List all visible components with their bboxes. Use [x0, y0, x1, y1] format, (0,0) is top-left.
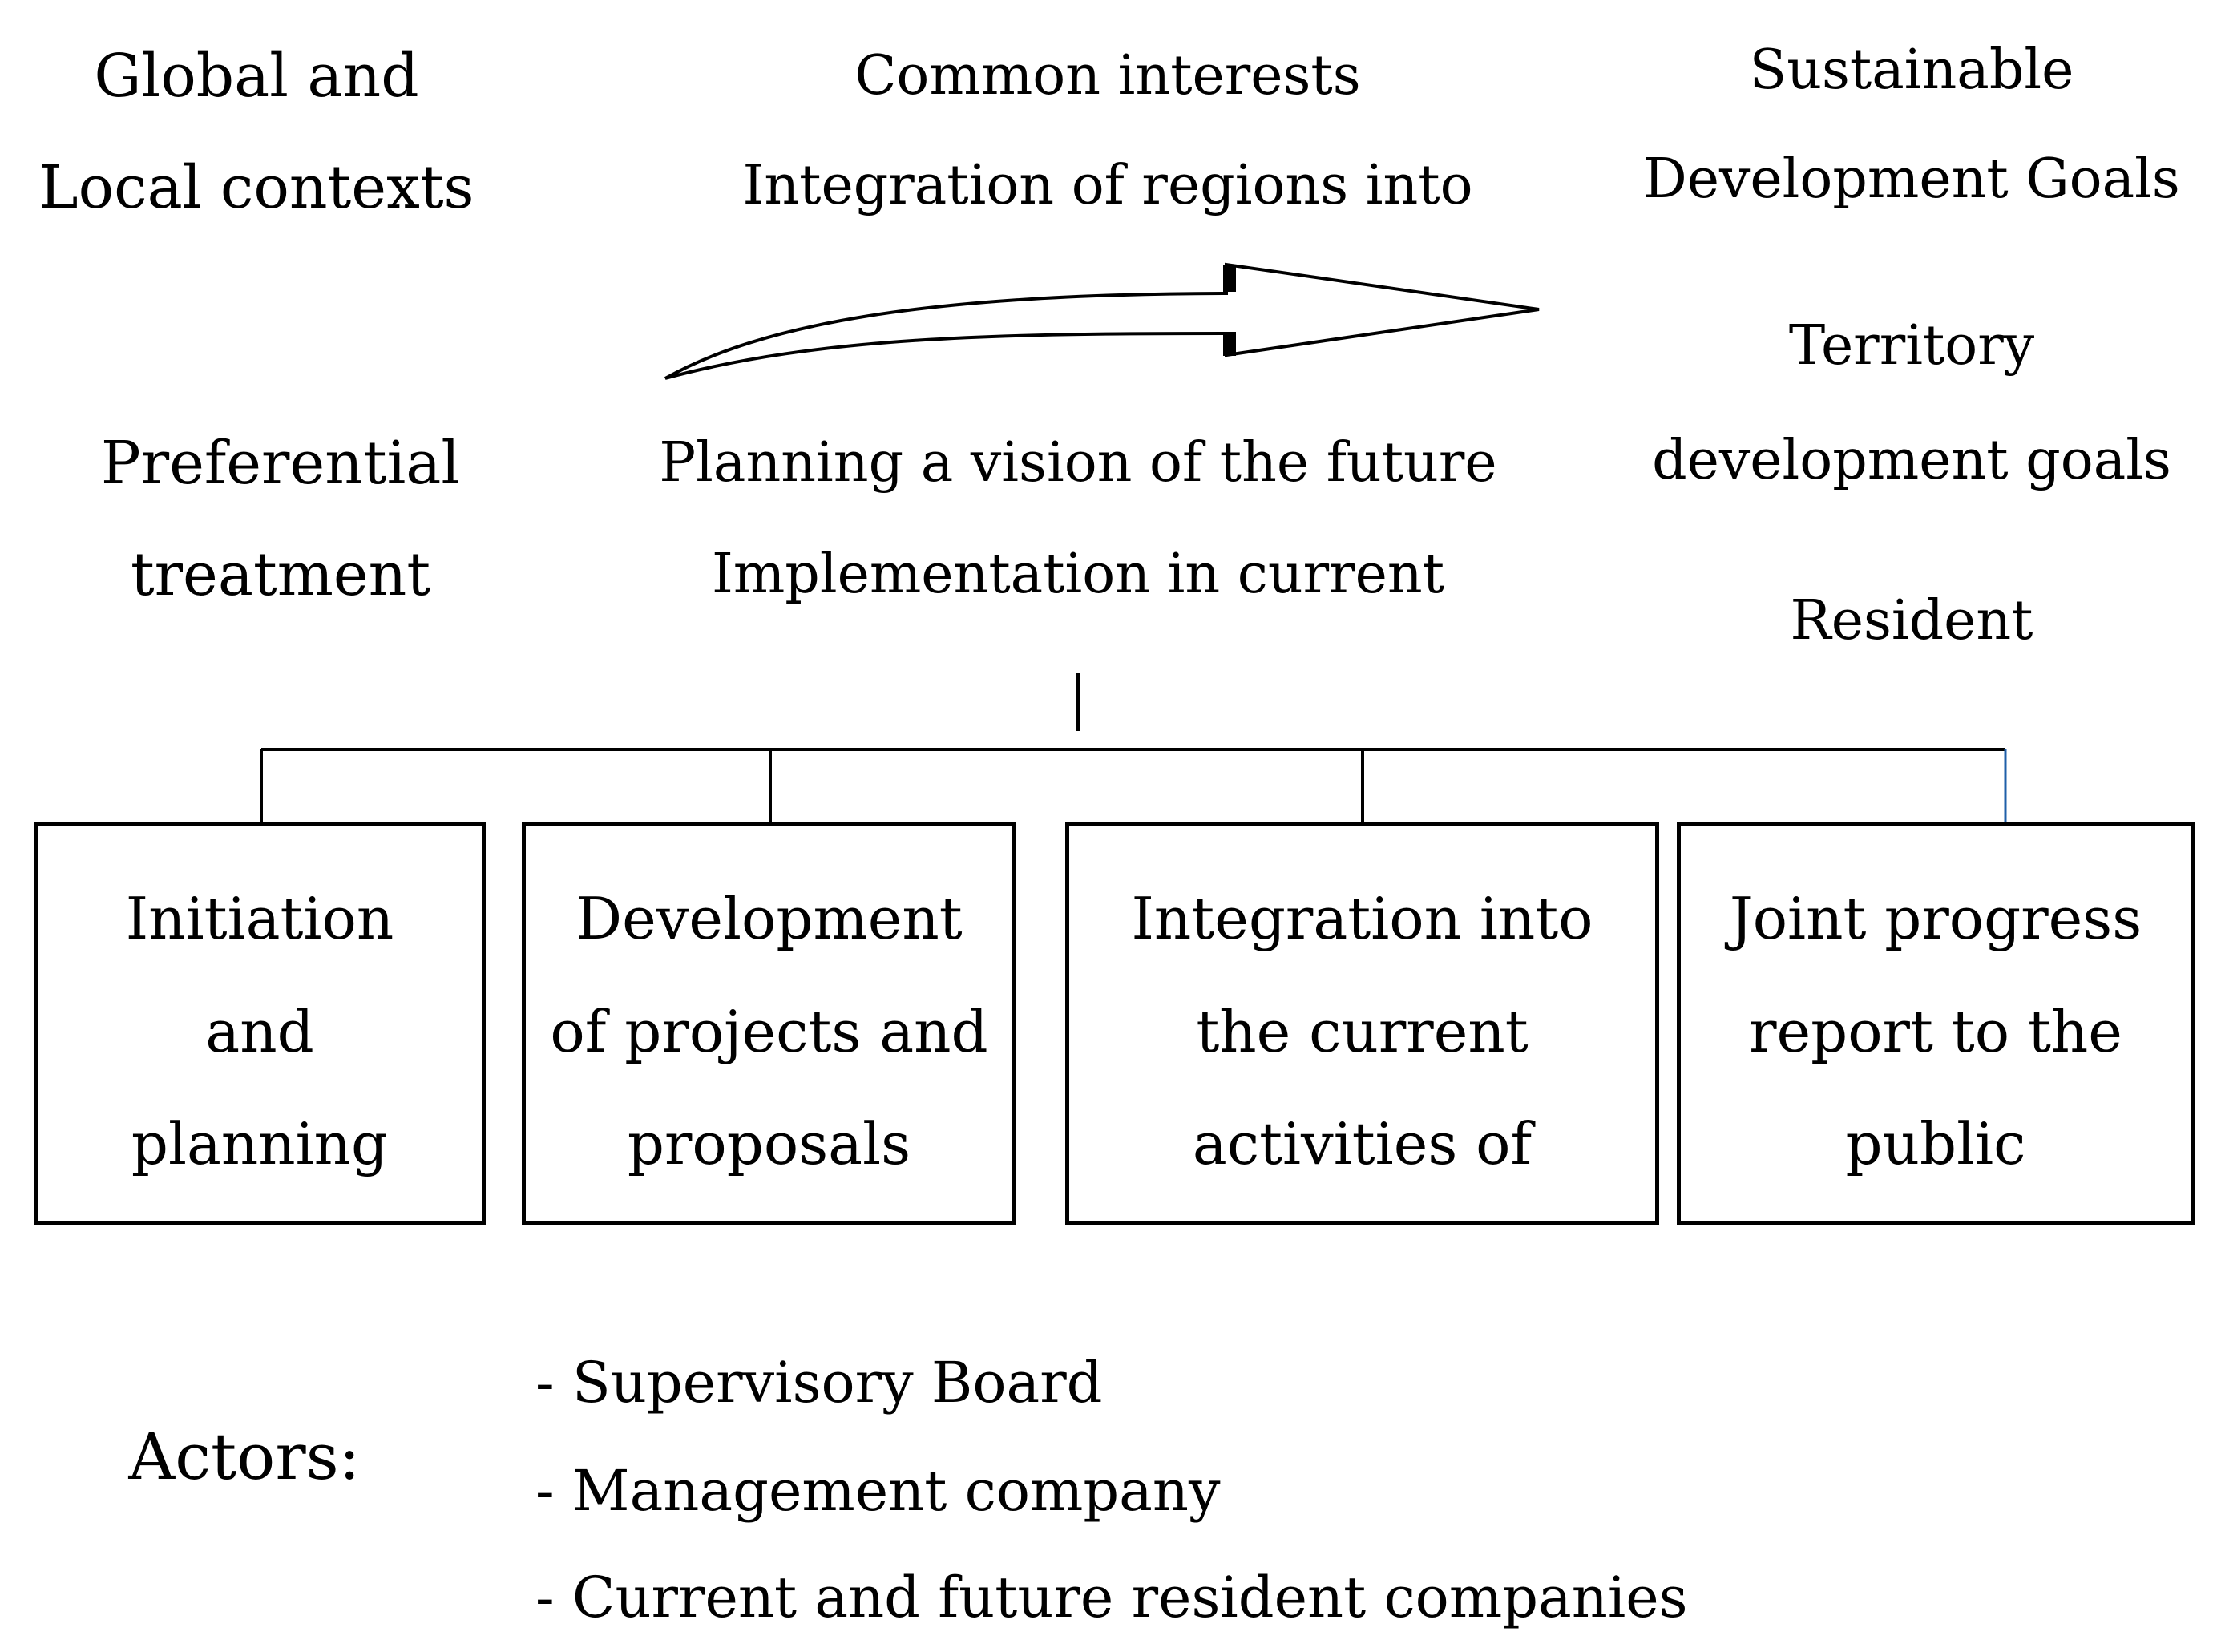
actor-item-resident-companies: - Current and future resident companies: [535, 1565, 1688, 1630]
stage-1-line1: Initiation: [125, 885, 394, 952]
mid-left-line2: treatment: [130, 540, 431, 609]
stage-3-line3: activities of: [1192, 1110, 1533, 1177]
stage-2-line1: Development: [575, 885, 963, 952]
curved-arrow: [664, 262, 1540, 380]
top-right-line2: Development Goals: [1643, 147, 2180, 211]
mid-right-line1: Territory: [1788, 314, 2035, 378]
mid-left-line1: Preferential: [100, 429, 461, 498]
stage-box-report: Joint progress report to the public: [1677, 822, 2195, 1225]
stage-4-line3: public: [1845, 1110, 2026, 1177]
stage-2-line2: of projects and: [550, 998, 988, 1065]
stage-box-initiation: Initiation and planning: [34, 822, 486, 1225]
arrow-notch-top: [1223, 265, 1236, 292]
mid-right-line3: Resident: [1790, 589, 2033, 652]
stage-3-line1: Integration into: [1131, 885, 1593, 952]
top-left-line2: Local contexts: [38, 153, 475, 222]
actors-label: Actors:: [128, 1420, 361, 1494]
top-center-line2: Integration of regions into: [742, 154, 1473, 217]
stage-1-line2: and: [205, 998, 314, 1065]
stage-1-line3: planning: [131, 1110, 389, 1177]
top-center-line1: Common interests: [854, 44, 1361, 107]
stage-4-line1: Joint progress: [1729, 885, 2142, 952]
arrow-notch-bottom: [1223, 332, 1236, 356]
actor-item-supervisory-board: - Supervisory Board: [535, 1350, 1103, 1416]
stage-3-line2: the current: [1196, 998, 1529, 1065]
mid-right-line2: development goals: [1652, 429, 2171, 492]
top-left-line1: Global and: [94, 42, 419, 111]
stage-box-development: Development of projects and proposals: [522, 822, 1016, 1225]
stage-4-line2: report to the: [1749, 998, 2122, 1065]
stage-box-integration: Integration into the current activities …: [1065, 822, 1659, 1225]
actor-item-management-company: - Management company: [535, 1458, 1221, 1524]
mid-center-line2: Implementation in current: [711, 543, 1445, 606]
stage-2-line3: proposals: [627, 1110, 911, 1177]
mid-center-line1: Planning a vision of the future: [659, 431, 1497, 495]
top-right-line1: Sustainable: [1749, 38, 2074, 102]
